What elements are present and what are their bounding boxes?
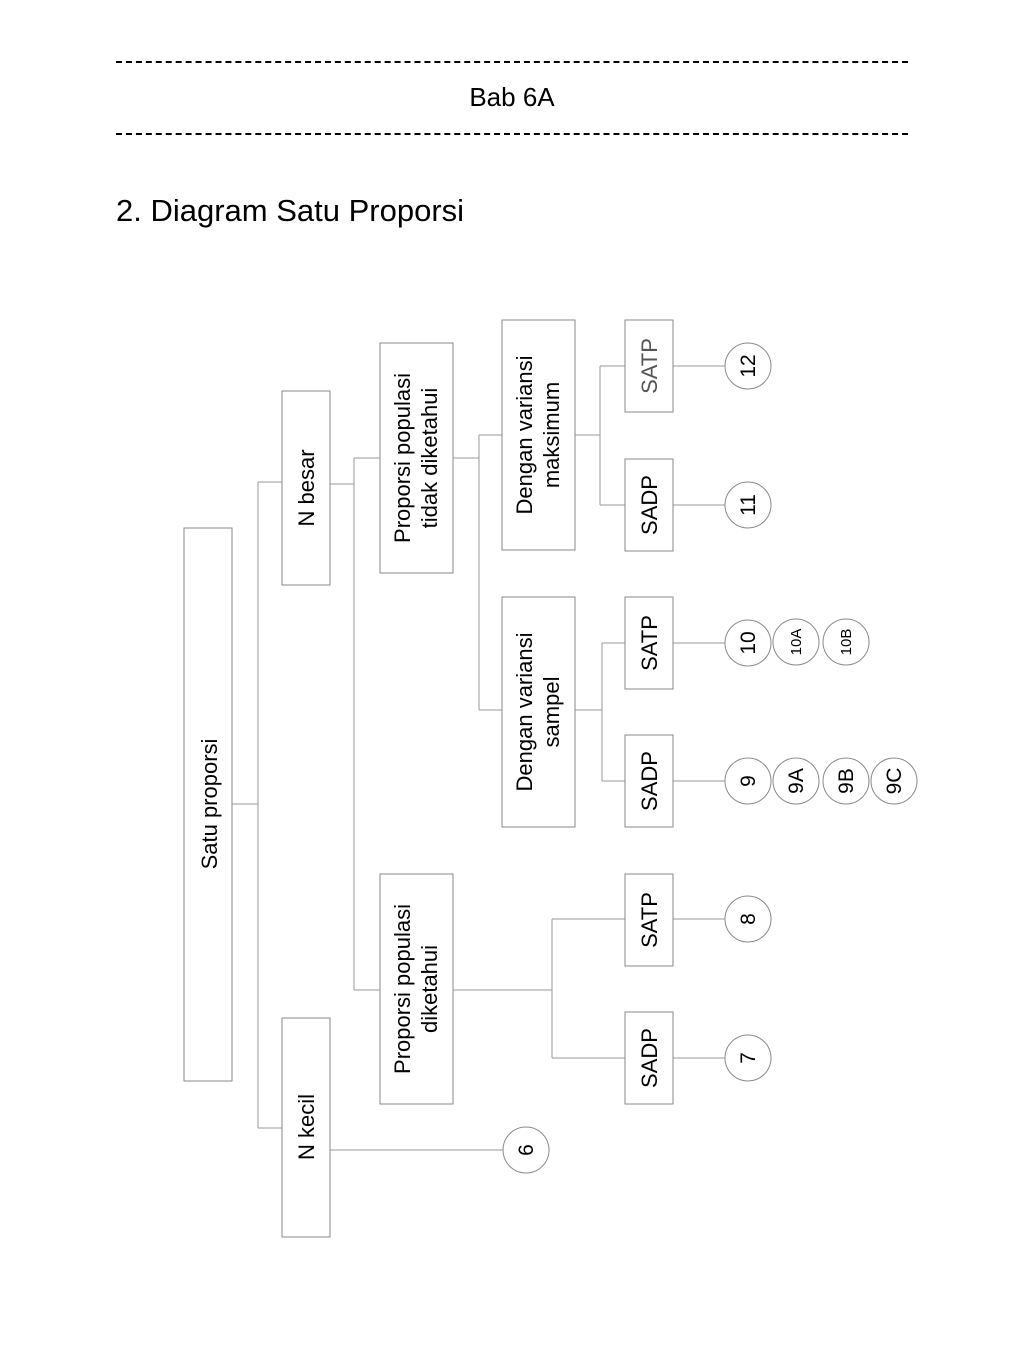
label-var-maks-1: Dengan variansi [512,356,537,515]
chapter-title: Bab 6A [469,82,555,112]
node-10b: 10B [822,618,870,666]
dashed-rule-top [116,61,908,67]
connectors [232,365,725,1151]
box-variansi-maksimum: Dengan variansi maksimum [501,319,576,551]
box-sadp-sampel: SADP [624,734,674,828]
box-variansi-sampel: Dengan variansi sampel [501,596,576,828]
node-9: 9 [724,757,772,805]
label-sadp-maks: SADP [637,475,662,535]
node-11: 11 [724,481,772,529]
node-8: 8 [724,895,772,943]
node-9a: 9A [772,757,820,805]
label-var-sampel-1: Dengan variansi [512,633,537,792]
box-satp-maks: SATP [624,319,674,413]
label-var-sampel-2: sampel [539,677,564,748]
label-satu-proporsi: Satu proporsi [197,739,222,870]
node-9c: 9C [870,757,918,805]
label-prop-diketahui-2: diketahui [417,945,442,1033]
svg-text:8: 8 [737,913,760,925]
label-prop-tidak-1: Proporsi populasi [390,373,415,543]
svg-text:11: 11 [737,494,760,516]
svg-text:9C: 9C [883,768,906,795]
label-satp-maks: SATP [637,338,662,394]
svg-text:10: 10 [737,631,760,654]
label-satp-diketahui: SATP [637,892,662,948]
conn-var-sampel [575,642,625,782]
conn-var-maks [575,365,625,506]
svg-text:10B: 10B [838,629,855,656]
node-10a: 10A [772,618,820,666]
label-n-kecil: N kecil [294,1094,319,1160]
box-sadp-diketahui: SADP [624,1011,674,1105]
node-7: 7 [724,1034,772,1082]
box-satu-proporsi: Satu proporsi [183,527,233,1082]
box-n-kecil: N kecil [281,1017,331,1238]
svg-text:9: 9 [737,775,760,787]
svg-text:10A: 10A [788,629,805,656]
node-6: 6 [502,1126,550,1174]
label-var-maks-2: maksimum [539,382,564,488]
box-satp-diketahui: SATP [624,873,674,967]
label-satp-sampel: SATP [637,615,662,671]
svg-text:7: 7 [737,1052,760,1064]
label-n-besar: N besar [294,449,319,526]
label-prop-diketahui-1: Proporsi populasi [390,904,415,1074]
svg-text:9A: 9A [785,768,808,794]
conn-nbesar [330,457,380,991]
box-n-besar: N besar [281,390,331,586]
conn-prop-tidak [453,434,502,711]
label-prop-tidak-2: tidak diketahui [417,388,442,529]
node-9b: 9B [822,757,870,805]
conn-root-split [257,481,282,1129]
node-12: 12 [724,342,772,390]
node-10: 10 [724,619,772,667]
box-satp-sampel: SATP [624,596,674,690]
svg-text:12: 12 [737,354,760,377]
svg-text:6: 6 [515,1144,538,1156]
page-heading: 2. Diagram Satu Proporsi [116,193,465,228]
dashed-rule-bottom [116,133,908,139]
svg-text:9B: 9B [835,768,858,794]
label-sadp-diketahui: SADP [637,1028,662,1088]
box-proporsi-diketahui: Proporsi populasi diketahui [379,873,454,1105]
label-sadp-sampel: SADP [637,751,662,811]
box-proporsi-tidak-diketahui: Proporsi populasi tidak diketahui [379,342,454,574]
conn-prop-diketahui [453,918,625,1059]
box-sadp-maks: SADP [624,458,674,552]
